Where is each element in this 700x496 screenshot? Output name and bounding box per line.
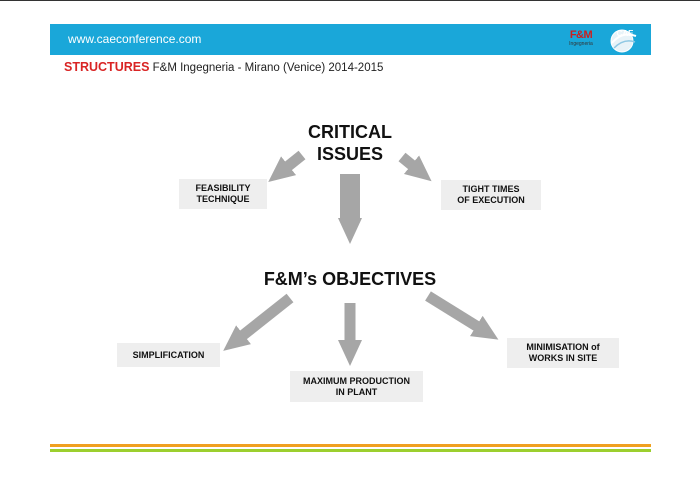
maximum-production-box: MAXIMUM PRODUCTION IN PLANT	[290, 371, 423, 402]
tight-times-box: TIGHT TIMES OF EXECUTION	[441, 180, 541, 210]
feasibility-line1: FEASIBILITY	[195, 183, 251, 193]
fm-logo-text: F&M	[569, 29, 593, 41]
arrow-to-simplification	[223, 293, 294, 351]
minimisation-box: MINIMISATION of WORKS IN SITE	[507, 338, 619, 368]
cae-logo-icon: CAE	[610, 29, 637, 53]
production-line1: MAXIMUM PRODUCTION	[303, 375, 410, 386]
slide-subtitle: STRUCTURES F&M Ingegneria - Mirano (Veni…	[64, 60, 383, 74]
objectives-label: F&M’s OBJECTIVES	[263, 269, 437, 289]
critical-issues-label: CRITICAL ISSUES	[290, 121, 410, 165]
simplification-text: SIMPLIFICATION	[132, 349, 205, 360]
fm-logo-subtext: Ingegneria	[569, 41, 593, 47]
header-bar: www.caeconference.com F&M Ingegneria CAE	[50, 24, 651, 55]
arrow-to-feasibility	[268, 150, 306, 182]
feasibility-technique-box: FEASIBILITY TECHNIQUE	[179, 179, 267, 209]
arrow-to-tight-times	[398, 152, 432, 182]
cae-logo-text: CAE	[617, 29, 635, 38]
top-border-line	[0, 0, 700, 1]
tight-line1: TIGHT TIMES	[462, 184, 520, 194]
production-line2: IN PLANT	[335, 386, 378, 397]
footer-orange-line	[50, 444, 651, 447]
minimisation-line1: MINIMISATION of	[526, 342, 600, 352]
footer-green-line	[50, 449, 651, 452]
site-url-link[interactable]: www.caeconference.com	[68, 32, 202, 46]
simplification-box: SIMPLIFICATION	[117, 343, 220, 367]
subtitle-keyword: STRUCTURES	[64, 60, 150, 74]
tight-line2: OF EXECUTION	[457, 195, 525, 205]
critical-line2: ISSUES	[316, 144, 384, 164]
subtitle-text: F&M Ingegneria - Mirano (Venice) 2014-20…	[152, 62, 384, 74]
critical-line1: CRITICAL	[308, 122, 392, 142]
fm-logo: F&M Ingegneria	[566, 29, 596, 50]
arrow-to-minimisation	[425, 291, 499, 340]
minimisation-line2: WORKS IN SITE	[528, 353, 598, 363]
feasibility-line2: TECHNIQUE	[196, 194, 250, 204]
